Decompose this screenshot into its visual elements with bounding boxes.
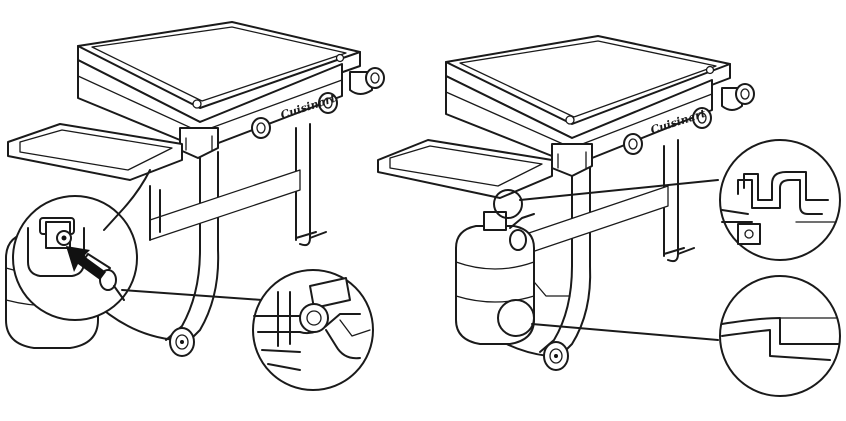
side-cup-left (350, 68, 384, 94)
side-shelf-left (8, 124, 182, 180)
wheel-right (544, 342, 568, 370)
side-shelf-right (378, 140, 552, 198)
right-figure: Cuisinart (378, 36, 840, 396)
knob-icon (252, 118, 270, 138)
wheel-left (170, 328, 194, 356)
zoom-detail-base (720, 276, 840, 396)
zoom-detail-left (253, 270, 373, 390)
side-cup-right (722, 84, 754, 110)
leader-line (122, 290, 262, 300)
callout-regulator-left (13, 170, 150, 320)
left-figure: Cuisinart (6, 22, 384, 390)
knob-icon (624, 134, 642, 154)
leader-line-lower (532, 324, 718, 340)
propane-tank-right (456, 212, 534, 344)
leader-line-upper (520, 180, 718, 200)
zoom-detail-hook (720, 140, 840, 260)
